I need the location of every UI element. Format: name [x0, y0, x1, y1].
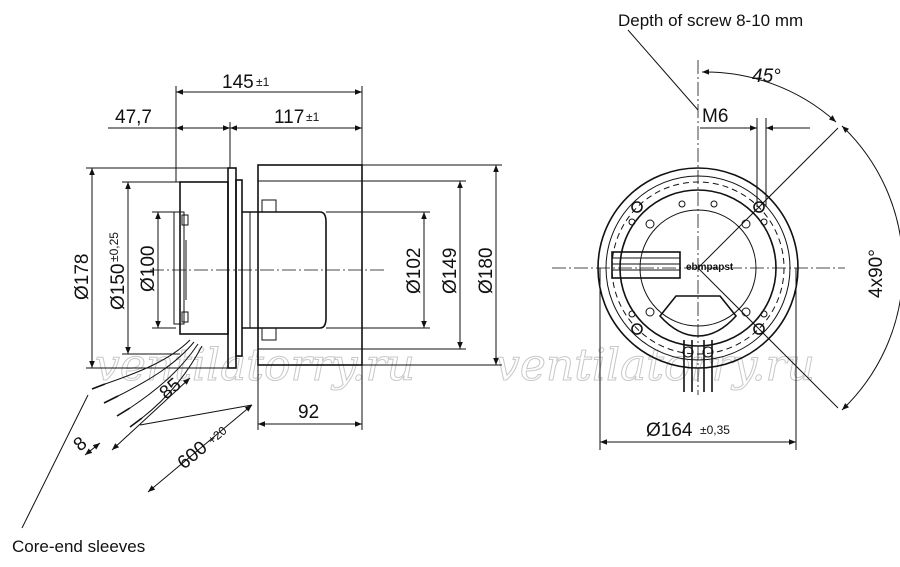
cable-exit: [682, 340, 714, 392]
dim-117-tol: ±1: [306, 110, 320, 124]
motor-clip-bottom: [261, 327, 277, 341]
side-view: 145 ±1 47,7 117 ±1 Ø178 Ø150 ±0,25 Ø100 …: [12, 72, 502, 556]
dim-164: Ø164: [646, 420, 693, 441]
leader-screw-depth: [627, 29, 699, 111]
impeller-housing: [257, 164, 363, 366]
dim-line-85: [111, 377, 191, 451]
dim-117: 117: [274, 107, 304, 128]
label-core-end-sleeves: Core-end sleeves: [12, 537, 145, 556]
dim-178: Ø178: [72, 254, 93, 300]
hole-pitch-circle: [611, 181, 785, 355]
motor-clip-top: [261, 199, 277, 213]
dim-47-7: 47,7: [115, 107, 152, 128]
leader-core-end-sleeves: [21, 394, 89, 529]
dim-600: 600: [174, 437, 212, 473]
bracket-top: [181, 214, 189, 226]
flange-plate: [227, 167, 237, 369]
inner-ring: [619, 189, 777, 347]
motor-ring: [639, 209, 757, 327]
dim-m6: M6: [702, 106, 728, 127]
hub-boss: [173, 211, 185, 325]
hub-block: [179, 181, 229, 335]
dim-145-tol: ±1: [256, 75, 270, 89]
angle-ray-315: [697, 267, 839, 409]
dim-45: 45°: [752, 66, 781, 87]
dim-4x90: 4x90°: [866, 249, 887, 298]
dim-150-tol: ±0,25: [107, 232, 121, 262]
logo-ebmpapst: ebmpapst: [686, 262, 734, 273]
bracket-bottom: [181, 311, 189, 323]
flange-ring: [235, 179, 243, 357]
ring-2: [605, 175, 791, 361]
dim-149: Ø149: [440, 248, 461, 294]
dim-arc-45: [701, 69, 837, 123]
angle-ray-45: [697, 127, 839, 269]
dim-102: Ø102: [404, 248, 425, 294]
dim-line-8: [84, 442, 101, 456]
terminal-block: [611, 251, 681, 279]
dim-line-600: [147, 404, 253, 493]
outer-ring: [597, 167, 799, 369]
watermark-right: ventilatorry.ru: [495, 340, 815, 391]
front-view: ebmpapst Depth of screw 8-10 mm M6 45° 4…: [552, 11, 900, 450]
dim-100: Ø100: [138, 246, 159, 292]
dim-150: Ø150: [108, 264, 129, 310]
dim-92: 92: [298, 402, 319, 423]
label-screw-depth: Depth of screw 8-10 mm: [618, 11, 803, 30]
lower-cutout: [658, 295, 738, 337]
dim-145: 145: [222, 72, 254, 93]
dim-164-tol: ±0,35: [700, 423, 730, 437]
dim-180: Ø180: [476, 248, 497, 294]
motor-body: [242, 211, 327, 329]
dim-arc-4x90: [841, 125, 900, 411]
